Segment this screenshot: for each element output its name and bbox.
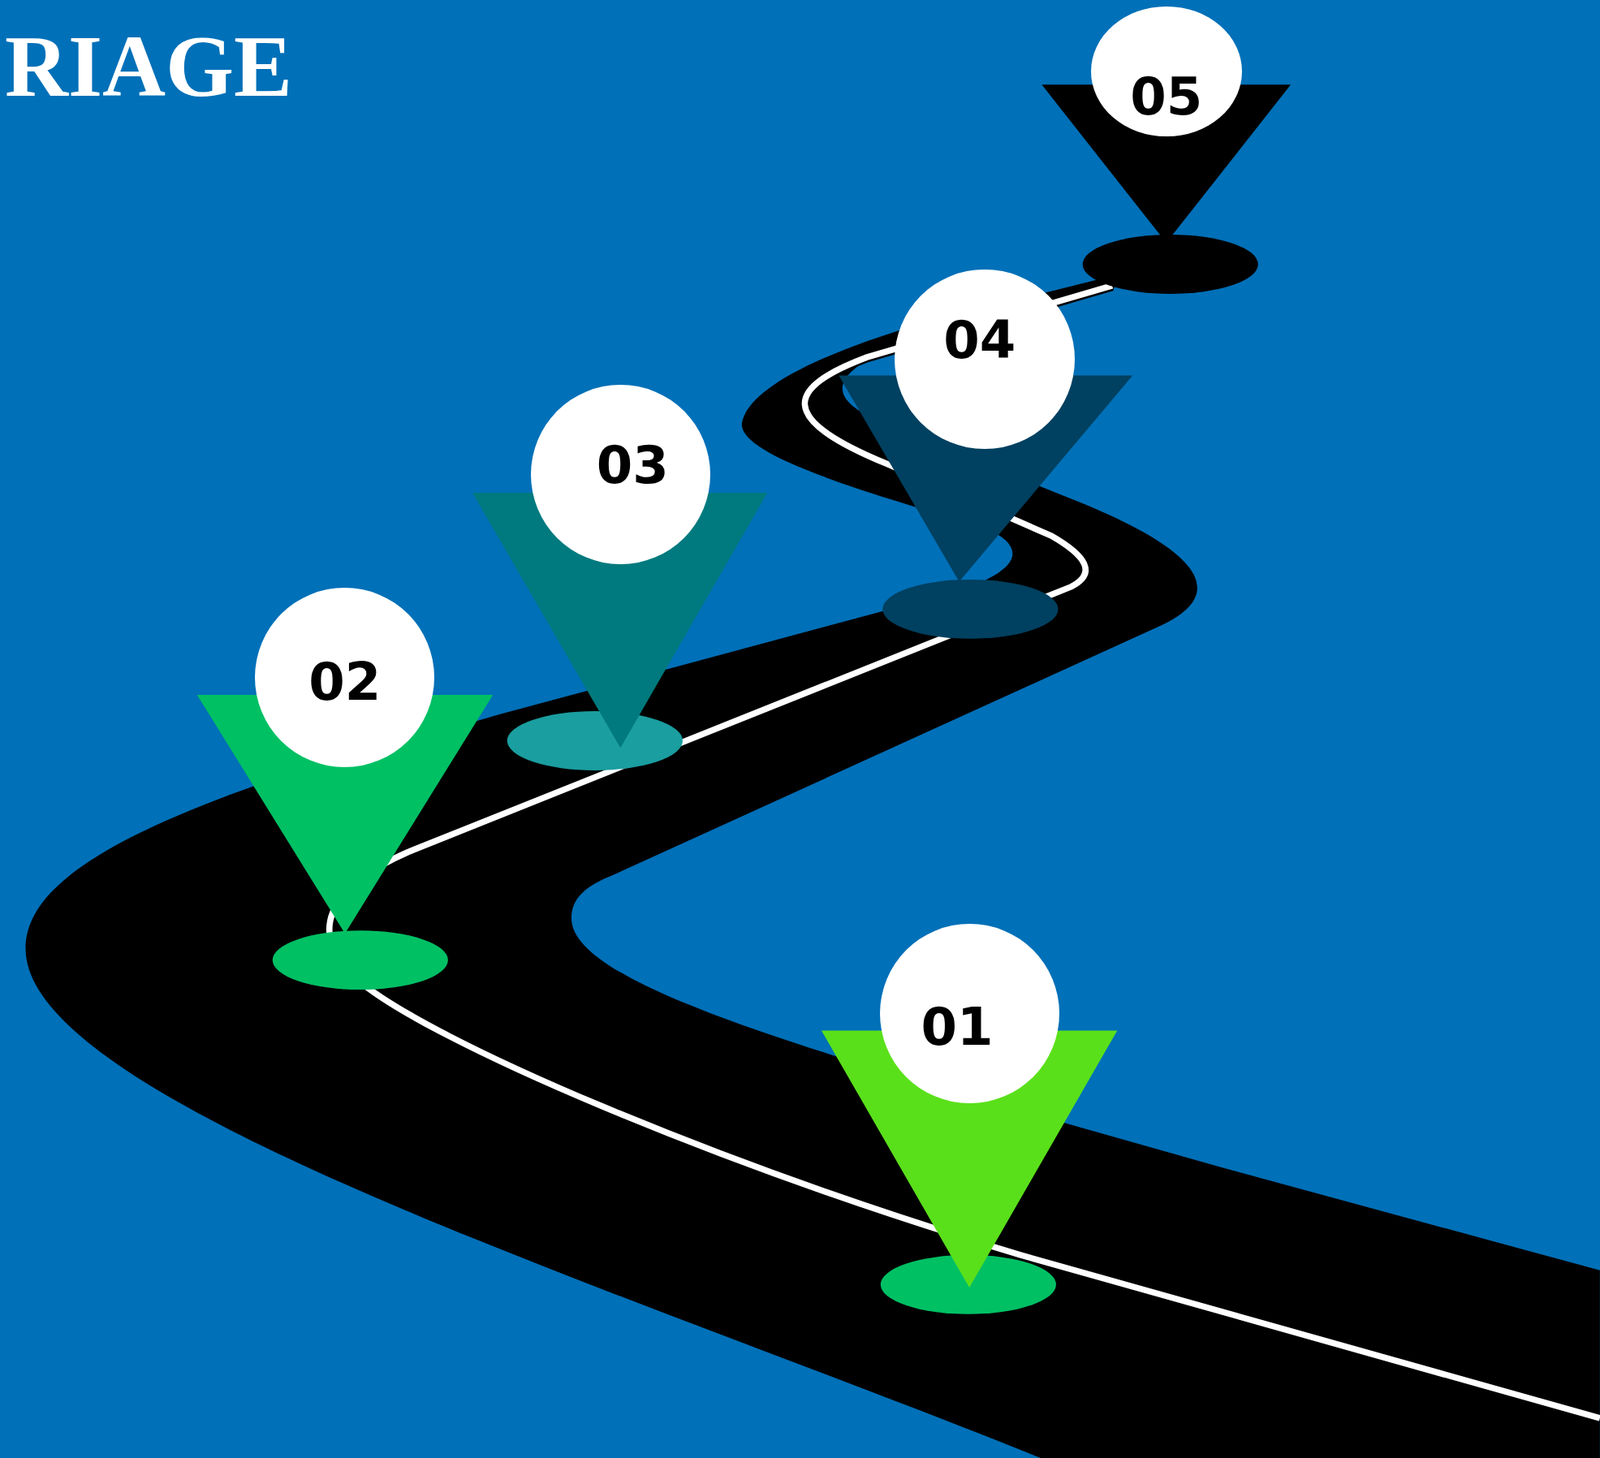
step-number: 03 <box>596 439 669 492</box>
step-number: 02 <box>308 655 381 708</box>
title-text: RIAGE <box>4 22 293 111</box>
pin-circle: 05 <box>1091 6 1243 138</box>
step-number: 05 <box>1129 70 1203 123</box>
pin-base <box>507 711 683 771</box>
step-number: 04 <box>943 314 1016 367</box>
road-center-line <box>329 285 1600 1419</box>
step-number: 01 <box>921 1000 994 1053</box>
pin-base <box>882 579 1058 639</box>
pin-circle: 01 <box>879 923 1060 1104</box>
pin-base <box>272 930 449 990</box>
road <box>25 273 1600 1458</box>
pin-circle: 02 <box>254 587 435 768</box>
pin-base <box>1082 234 1259 294</box>
pin-circle: 04 <box>894 269 1074 449</box>
pin-circle: 03 <box>530 384 711 565</box>
